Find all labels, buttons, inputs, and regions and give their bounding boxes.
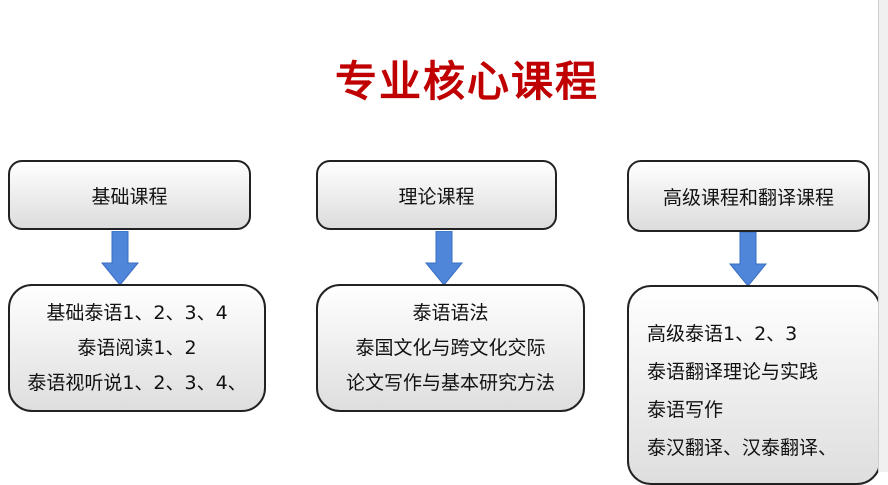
course-item: 泰语视听说1、2、3、4、	[27, 371, 247, 394]
arrow-down-icon	[424, 231, 464, 285]
course-item: 泰语翻译理论与实践	[647, 361, 819, 383]
course-item: 基础泰语1、2、3、4	[46, 301, 228, 324]
course-item: 泰语语法	[412, 301, 489, 324]
heading-basic-courses: 基础课程	[8, 160, 251, 230]
list-basic-courses: 基础泰语1、2、3、4 泰语阅读1、2 泰语视听说1、2、3、4、	[8, 284, 266, 412]
heading-theory-courses: 理论课程	[316, 160, 557, 230]
course-item: 泰国文化与跨文化交际	[355, 336, 546, 359]
window-edge-divider	[878, 0, 888, 472]
course-item: 高级泰语1、2、3	[647, 323, 798, 345]
heading-advanced-translation-courses: 高级课程和翻译课程	[627, 160, 870, 232]
list-advanced-translation-courses: 高级泰语1、2、3 泰语翻译理论与实践 泰语写作 泰汉翻译、汉泰翻译、	[627, 285, 881, 485]
arrow-down-icon	[728, 232, 768, 286]
list-theory-courses: 泰语语法 泰国文化与跨文化交际 论文写作与基本研究方法	[316, 284, 585, 412]
course-item: 泰汉翻译、汉泰翻译、	[647, 437, 838, 459]
course-item: 论文写作与基本研究方法	[345, 371, 555, 394]
course-item: 泰语写作	[647, 399, 724, 421]
page-title: 专业核心课程	[334, 57, 599, 106]
course-item: 泰语阅读1、2	[77, 336, 197, 359]
arrow-down-icon	[100, 231, 140, 285]
